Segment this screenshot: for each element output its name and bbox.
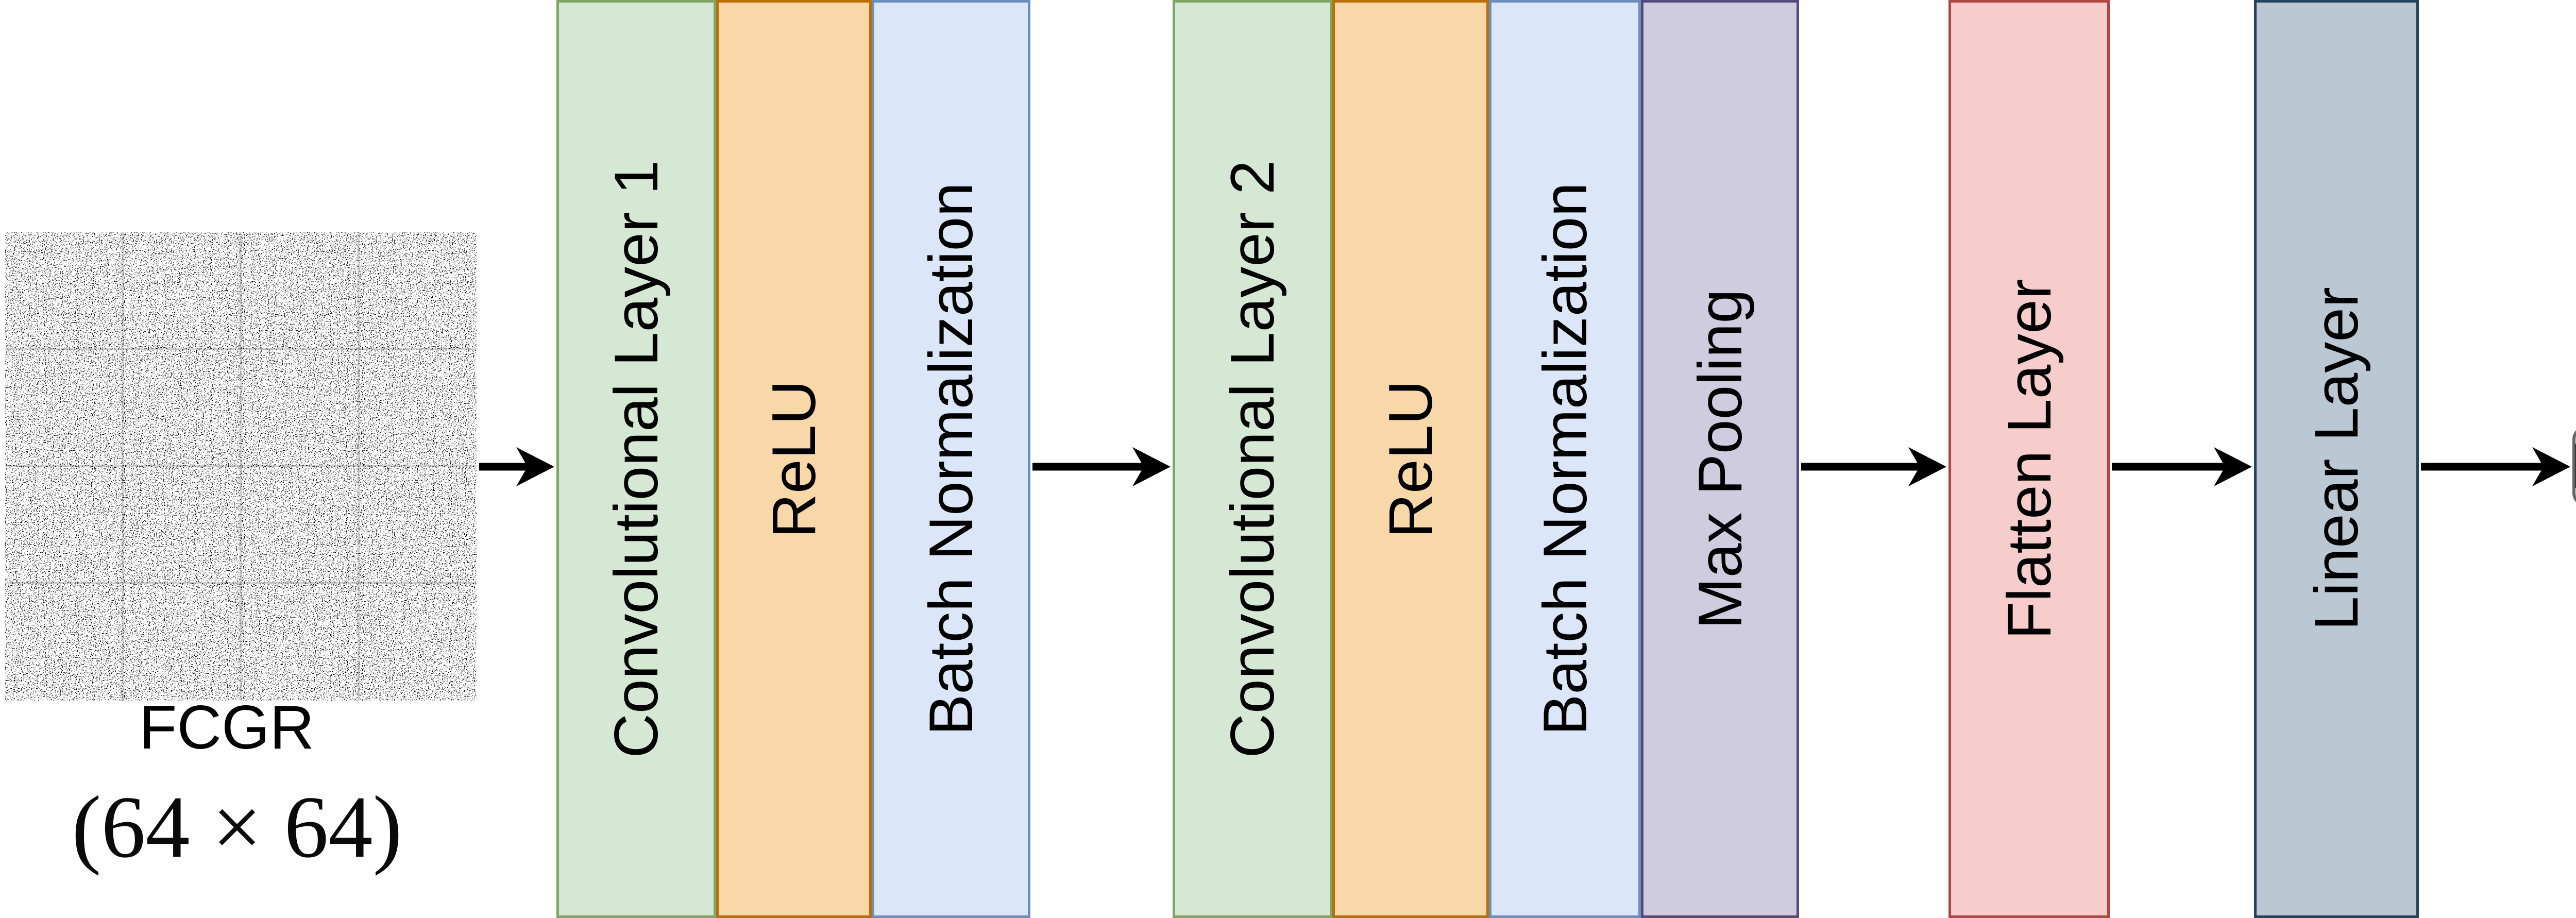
layer-box-relu1: ReLU xyxy=(716,0,872,918)
arrow-flatten-to-linear xyxy=(2112,447,2252,486)
layer-box-batchnorm2: Batch Normalization xyxy=(1489,0,1641,918)
layer-box-relu2: ReLU xyxy=(1332,0,1489,918)
fcgr-embedding-label: FCGR Embedding xyxy=(2569,430,2576,503)
arrow-block2-to-flatten xyxy=(1801,447,1946,486)
layer-box-conv1: Convolutional Layer 1 xyxy=(556,0,716,918)
layer-box-conv2: Convolutional Layer 2 xyxy=(1173,0,1332,918)
arrow-input-to-conv1 xyxy=(479,447,554,486)
fcgr-input-image xyxy=(5,232,477,701)
fcgr-noise-texture xyxy=(5,232,477,701)
layer-box-linear: Linear Layer xyxy=(2254,0,2419,918)
layer-box-flatten: Flatten Layer xyxy=(1948,0,2110,918)
fcgr-quadrant-lines xyxy=(5,232,477,701)
arrow-block1-to-block2 xyxy=(1032,447,1171,486)
fcgr-input-dimension: (64 × 64) xyxy=(72,778,402,876)
fcgr-input-label: FCGR xyxy=(139,693,314,762)
arrow-linear-to-output xyxy=(2421,447,2570,486)
fcgr-embedding-box: FCGR Embedding xyxy=(2569,426,2576,506)
layer-box-batchnorm1: Batch Normalization xyxy=(872,0,1030,918)
layer-box-maxpool: Max Pooling xyxy=(1641,0,1799,918)
